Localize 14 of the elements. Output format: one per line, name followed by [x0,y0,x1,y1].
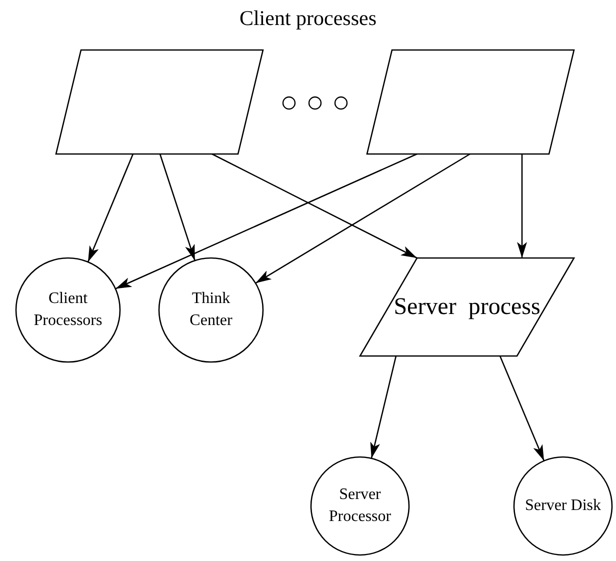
arrow [87,154,134,262]
arrow [499,356,545,462]
node-label: Server Processor [328,485,392,527]
node-label: Server process [392,292,542,322]
node-label: Server Disk [524,496,602,516]
arrow [370,356,397,458]
node-label: Think Center [188,289,234,331]
diagram-title: Client processes [239,6,377,31]
arrow [212,153,418,259]
arrow [159,154,196,261]
arrow [517,154,527,258]
arrow [115,153,418,290]
arrow [255,153,470,284]
node-label: Client Processors [32,289,104,331]
